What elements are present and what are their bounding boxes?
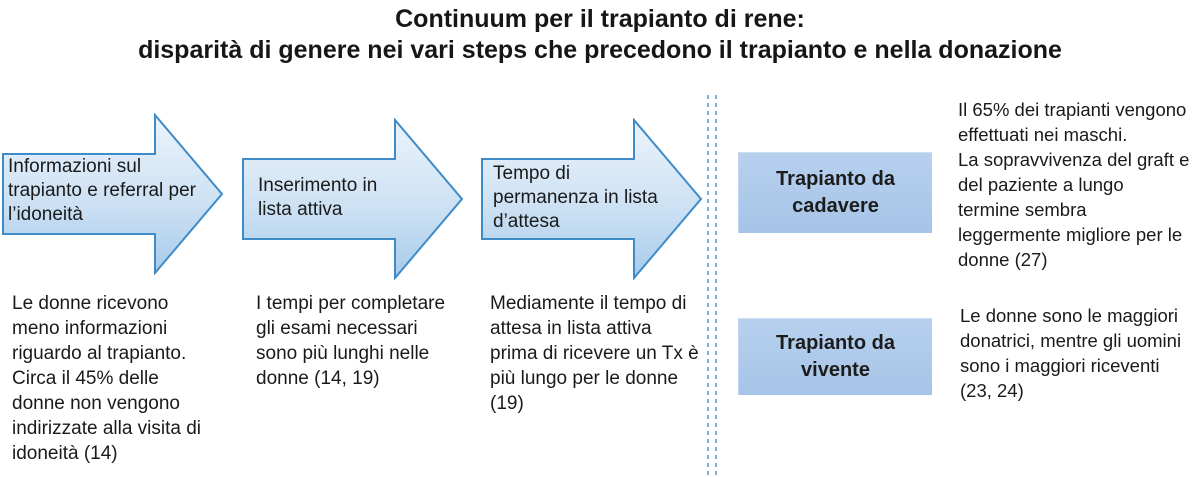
process-step-2: Inserimento in lista attiva bbox=[242, 118, 464, 280]
step-3-note: Mediamente il tempo di attesa in lista a… bbox=[490, 293, 699, 414]
right-arrow-shape bbox=[481, 118, 703, 280]
right-arrow-shape bbox=[242, 118, 464, 280]
divider-dotted-line-1 bbox=[707, 95, 709, 477]
divider-dotted-line-2 bbox=[715, 95, 717, 477]
step-2-note: I tempi per completare gli esami necessa… bbox=[256, 293, 446, 389]
step-3-label: Tempo di permanenza in lista d’attesa bbox=[493, 163, 658, 232]
right-arrow-shape bbox=[2, 113, 224, 275]
title-line-1: Continuum per il trapianto di rene: bbox=[395, 5, 805, 33]
title-line-2: disparità di genere nei vari steps che p… bbox=[138, 36, 1062, 64]
transplant-note-vivente: Le donne sono le maggiori donatrici, men… bbox=[960, 305, 1182, 401]
slide-title: Continuum per il trapianto di rene: disp… bbox=[0, 4, 1200, 66]
step-2-label: Inserimento in lista attiva bbox=[258, 175, 378, 220]
transplant-note-cadavere: Il 65% dei trapianti vengono effettuati … bbox=[958, 99, 1190, 270]
transplant-type-box-cadavere: Trapianto da cadavere bbox=[738, 152, 932, 233]
transplant-type-box-vivente: Trapianto da vivente bbox=[738, 318, 932, 395]
process-step-1: Informazioni sul trapianto e referral pe… bbox=[2, 113, 224, 275]
step-1-label: Informazioni sul trapianto e referral pe… bbox=[8, 156, 196, 225]
step-1-note: Le donne ricevono meno informazioni rigu… bbox=[12, 293, 202, 464]
process-step-3: Tempo di permanenza in lista d’attesa bbox=[481, 118, 703, 280]
